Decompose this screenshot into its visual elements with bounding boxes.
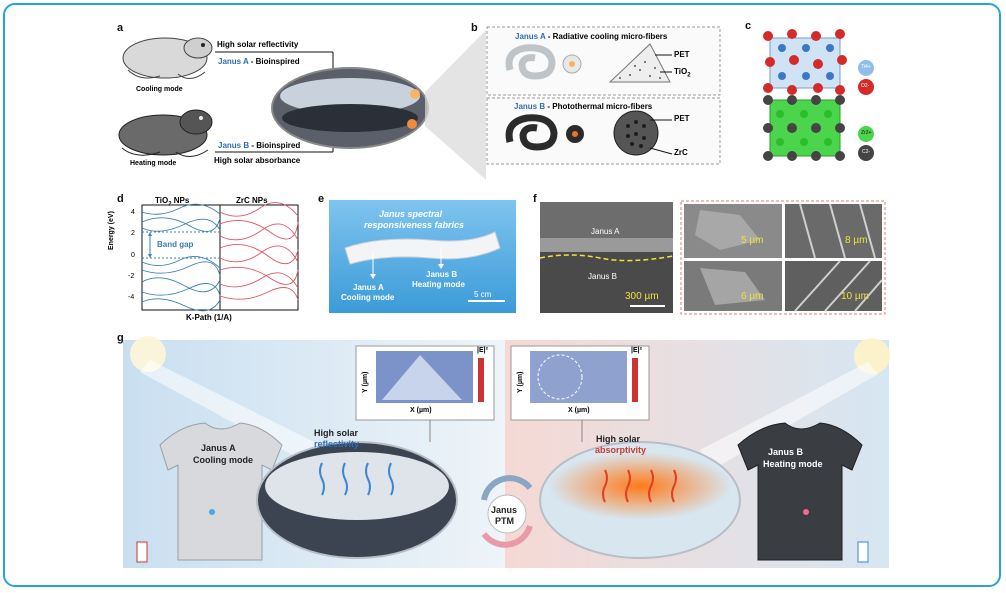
f-janus-b: Janus B <box>588 272 617 281</box>
ytick-2: 2 <box>131 230 135 237</box>
g-cooling-mode: Cooling mode <box>193 455 253 465</box>
pet-b-label: PET <box>674 114 690 123</box>
zrc-label: ZrC <box>674 148 688 157</box>
panel-label-b: b <box>471 22 478 34</box>
e-heating-mode: Heating mode <box>412 280 465 289</box>
g-janus-a: Janus A <box>201 443 236 453</box>
g-janus-center: Janus <box>491 505 518 515</box>
f-scale-4: 10 µm <box>841 291 869 302</box>
bioinspired-b-label: - Bioinspired <box>249 141 301 150</box>
panel-label-e: e <box>318 193 325 205</box>
janus-a-label: Janus A <box>218 57 249 66</box>
high-reflectivity-label: High solar reflectivity <box>217 40 299 49</box>
g-janus-b: Janus B <box>768 447 804 457</box>
ytick-4: 4 <box>131 209 135 216</box>
e-title-line1: Janus spectral <box>379 209 443 219</box>
b-janus-a-label: Janus A <box>515 32 546 41</box>
tio2-label: TiO <box>674 67 688 76</box>
f-scale-3: 6 µm <box>741 291 764 302</box>
pet-a-label: PET <box>674 50 690 59</box>
e-scale-bar: 5 cm <box>474 290 492 299</box>
tio2-nps-label: TiO <box>155 196 169 205</box>
g-reflectivity: reflectivity <box>314 439 360 449</box>
band-gap-label: Band gap <box>157 240 194 249</box>
g-heating-mode: Heating mode <box>763 459 823 469</box>
e-cooling-mode: Cooling mode <box>341 293 395 302</box>
bioinspired-a-label: - Bioinspired <box>248 57 300 66</box>
janus-b-label: Janus B <box>218 141 250 150</box>
e-title-line2: responsiveness fabrics <box>364 220 465 230</box>
g-ptm: PTM <box>495 516 514 526</box>
tio2-sub: 2 <box>687 72 691 79</box>
f-scale-2: 8 µm <box>845 235 868 246</box>
zrc-nps-label: ZrC NPs <box>236 196 268 205</box>
b-title-b: - Photothermal micro-fibers <box>545 102 653 111</box>
e-janus-b: Janus B <box>426 270 458 279</box>
g-high-solar-1: High solar <box>314 428 359 438</box>
g-absorptivity: absorptivity <box>595 445 647 455</box>
heating-mode-label: Heating mode <box>130 160 177 167</box>
kpath-axis-label: K-Path (1/A) <box>186 313 232 322</box>
g-inset-y-right: Y (µm) <box>517 371 524 393</box>
g-inset-y-left: Y (µm) <box>362 371 369 393</box>
f-scale-main: 300 µm <box>625 291 659 302</box>
ytick-0: 0 <box>131 252 135 259</box>
energy-axis-label: Energy (eV) <box>108 211 115 250</box>
f-scale-1: 5 µm <box>741 235 764 246</box>
panel-label-d: d <box>117 193 124 205</box>
o-legend: O2- <box>861 83 870 89</box>
f-janus-a: Janus A <box>591 227 620 236</box>
g-inset-x-left: X (µm) <box>410 407 432 414</box>
tio2-nps-suffix: NPs <box>171 196 190 205</box>
zr-legend: Zr2+ <box>861 130 872 136</box>
g-inset-x-right: X (µm) <box>568 407 590 414</box>
ti-legend: Ti4+ <box>861 64 871 70</box>
b-title-a: - Radiative cooling micro-fibers <box>545 32 668 41</box>
b-janus-b-label: Janus B <box>514 102 546 111</box>
panel-label-a: a <box>117 22 124 34</box>
ytick-neg4: -4 <box>128 294 135 301</box>
panel-label-c: c <box>745 20 752 32</box>
c-legend: C2- <box>862 149 871 155</box>
e-janus-a: Janus A <box>353 283 384 292</box>
cooling-mode-label: Cooling mode <box>136 86 183 93</box>
g-e2-right: |E|² <box>631 347 642 354</box>
g-high-solar-2: High solar <box>596 434 641 444</box>
ytick-neg2: -2 <box>128 273 135 280</box>
g-e2-left: |E|² <box>477 347 488 354</box>
high-absorbance-label: High solar absorbance <box>214 156 301 165</box>
panel-label-g: g <box>117 332 124 344</box>
panel-label-f: f <box>533 193 537 205</box>
